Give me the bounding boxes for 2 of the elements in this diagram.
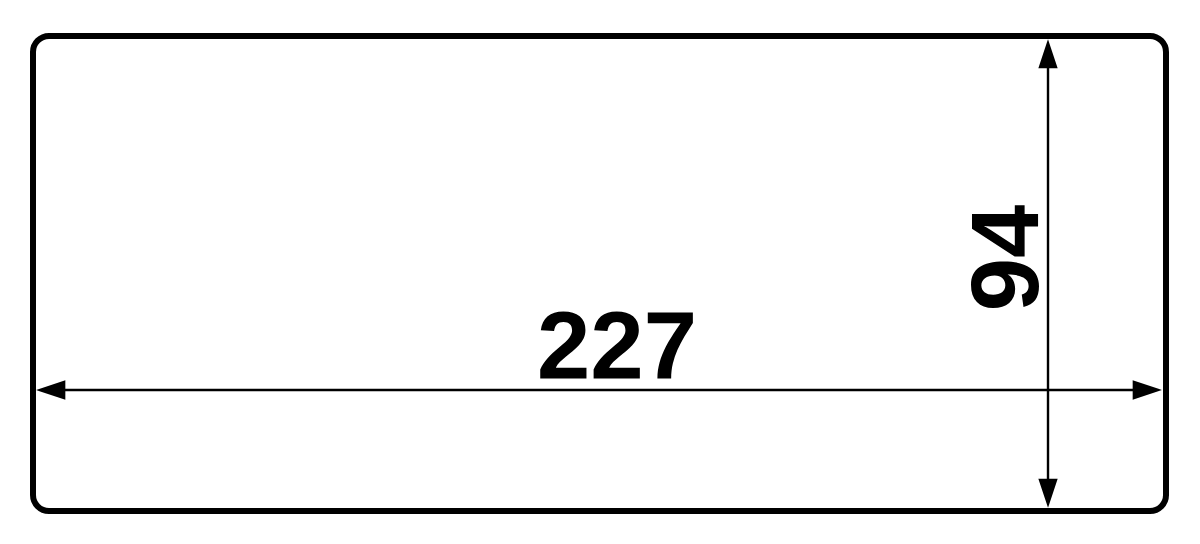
dimension-label: 227	[540, 311, 693, 379]
dimension-label: 94	[971, 205, 1039, 309]
